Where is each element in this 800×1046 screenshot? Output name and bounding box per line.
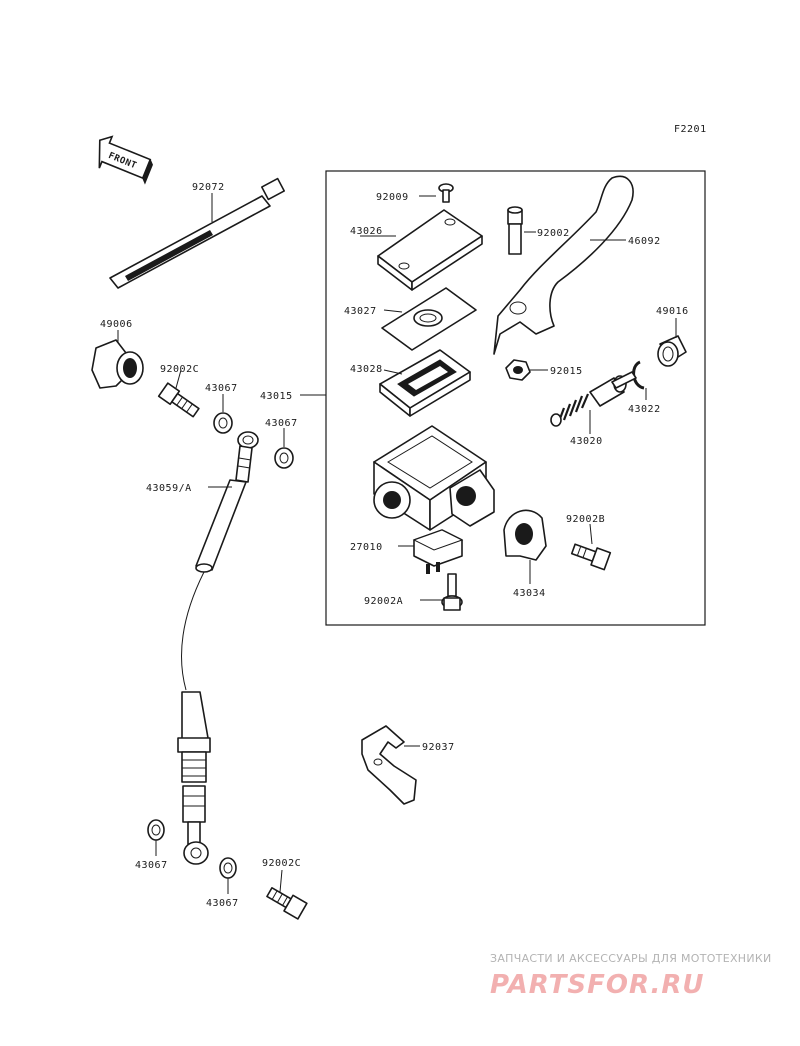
reservoir-cap-43026 [360,209,483,291]
circlip-43022 [632,360,647,400]
screw-92009 [419,183,454,203]
label-92015: 92015 [550,366,583,377]
label-92002: 92002 [537,228,570,239]
label-92002a: 92002A [364,596,403,607]
cable-tie-92072 [109,177,286,289]
washer-43067-b [274,428,294,469]
label-92002c-bottom: 92002C [262,858,301,869]
diaphragm-plate-43027 [381,287,477,351]
brake-hose-43059a [177,431,259,865]
boot-49006 [91,330,144,389]
label-92072: 92072 [192,182,225,193]
label-49006: 49006 [100,319,133,330]
label-43020: 43020 [570,436,603,447]
pivot-bolt-92002 [507,206,536,255]
brake-switch-27010 [398,529,464,574]
washer-43067-a [213,394,233,434]
hose-clamp-92037 [361,725,420,805]
bolt-92002b [570,543,612,571]
banjo-bolt-92002c-bottom [266,887,308,920]
label-27010: 27010 [350,542,383,553]
figure-code: F2201 [674,124,707,135]
label-49016: 49016 [656,306,689,317]
label-43027: 43027 [344,306,377,317]
watermark-brand: PARTSFOR.RU [490,970,704,1000]
clamp-43034 [503,509,547,584]
label-43067-b: 43067 [265,418,298,429]
washer-43067-d [219,857,237,894]
label-46092: 46092 [628,236,661,247]
nut-92015 [505,359,548,381]
label-92002c-top: 92002C [160,364,199,375]
label-43059a: 43059/A [146,483,192,494]
label-43028: 43028 [350,364,383,375]
screw-92002a [420,573,463,611]
label-92009: 92009 [376,192,409,203]
label-43022: 43022 [628,404,661,415]
label-43026: 43026 [350,226,383,237]
label-43067-d: 43067 [206,898,239,909]
banjo-bolt-92002c-top [157,382,200,418]
master-cylinder-body [373,425,495,531]
diaphragm-43028 [379,349,471,417]
dust-boot-49016 [657,318,687,367]
piston-kit-43020 [550,371,637,434]
watermark-caption: ЗАПЧАСТИ И АКСЕССУАРЫ ДЛЯ МОТОТЕХНИКИ [490,952,772,965]
master-cylinder-assembly-box [325,170,706,626]
label-92002b: 92002B [566,514,605,525]
brake-lever-46092 [493,175,634,355]
label-43067-a: 43067 [205,383,238,394]
label-43067-c: 43067 [135,860,168,871]
label-43034: 43034 [513,588,546,599]
washer-43067-c [147,819,165,856]
label-92037: 92037 [422,742,455,753]
front-arrow-icon: FRONT [98,135,153,185]
label-43015: 43015 [260,391,293,402]
